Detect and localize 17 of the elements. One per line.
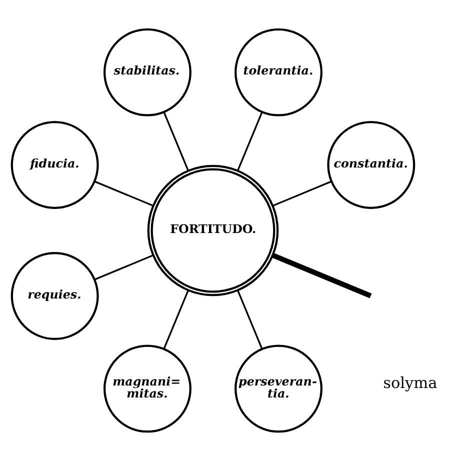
connector: [163, 289, 189, 349]
connector: [236, 289, 263, 349]
connector: [94, 180, 154, 206]
connector: [272, 252, 372, 298]
node-circle: perseveran- tia.: [234, 344, 322, 432]
node-circle: magnani= mitas.: [103, 344, 192, 432]
node-circle: requies.: [10, 252, 99, 340]
connector: [236, 111, 263, 171]
connector: [94, 254, 154, 280]
node-circle: fiducia.: [10, 120, 99, 208]
connector: [272, 180, 332, 206]
node-circle: FORTITUDO.: [147, 164, 279, 296]
node-circle: tolerantia.: [234, 28, 322, 116]
node-circle: stabilitas.: [103, 28, 192, 116]
node-circle: constantia.: [327, 120, 416, 208]
label: solyma: [383, 374, 438, 392]
connector: [163, 111, 189, 171]
